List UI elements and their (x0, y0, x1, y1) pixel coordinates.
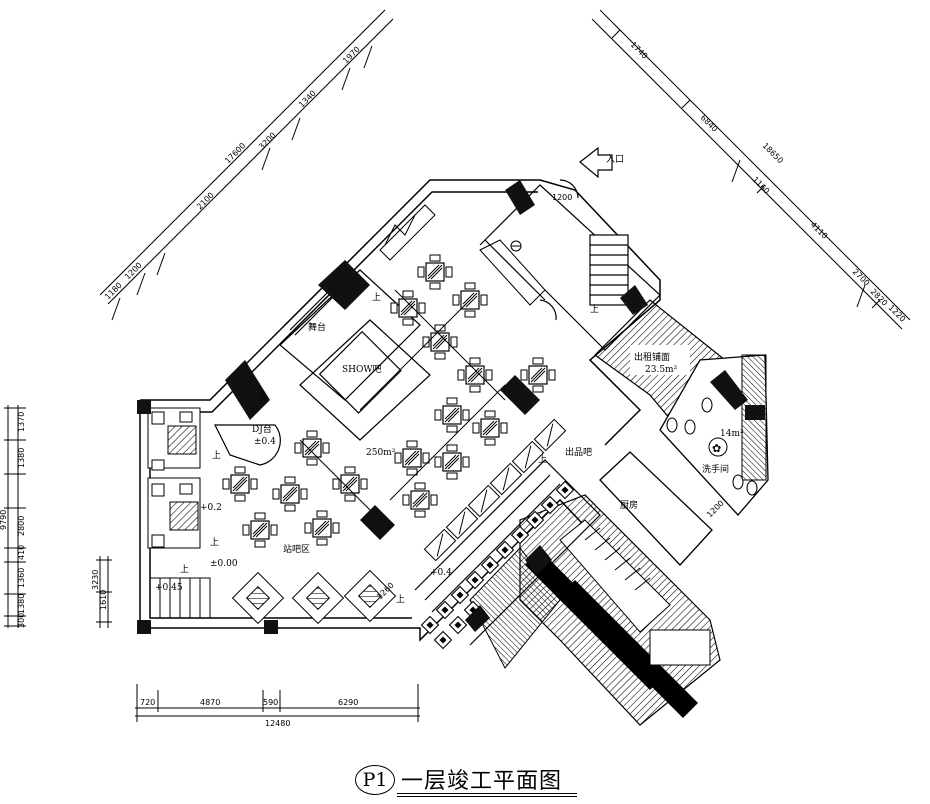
dim-l-total: 9790 (0, 510, 8, 530)
level-raised-1: +0.2 (200, 503, 222, 513)
bar-counter (414, 459, 601, 646)
drawing-code: P1 (355, 765, 395, 795)
level-floor: ±0.00 (210, 559, 238, 569)
dim-l-7: 300 (17, 613, 26, 628)
dim-b-0: 720 (140, 698, 155, 707)
dim-tl-6: 1340 (297, 89, 318, 110)
dim-l-6: 1380 (17, 594, 26, 614)
drawing-title-block: P1 一层竣工平面图 (355, 763, 615, 799)
up-2: 上 (210, 537, 219, 548)
dim-b-1: 4870 (200, 698, 220, 707)
up-7: 上 (590, 304, 599, 315)
dim-tr-0: 1740 (629, 40, 650, 61)
dim-tr-6: 2820 (869, 287, 890, 308)
up-markers: 上 上 上 上 上 上 上 上 (180, 292, 599, 605)
entrance-block (479, 179, 661, 351)
dim-tl-2: 2100 (195, 191, 216, 212)
dim-door-top: 1200 (552, 193, 572, 202)
title-underline-2 (397, 796, 577, 797)
dim-tr-7: 1220 (887, 303, 908, 324)
dim-l-5: 1360 (17, 568, 26, 588)
label-washroom-area: 14m² (720, 429, 744, 439)
dim-l-4: 410 (17, 545, 26, 560)
dim-l-3: 2800 (17, 516, 26, 536)
flower-icon: ✿ (712, 442, 721, 455)
label-rental-shop: 出租铺面 (634, 351, 670, 363)
label-product-bar: 出品吧 (565, 446, 592, 458)
drawing-title: 一层竣工平面图 (401, 769, 563, 794)
dim-tr-3: 18650 (761, 141, 785, 165)
entrance-stair (589, 234, 629, 306)
up-6: 上 (396, 594, 405, 605)
lamp-icon (510, 240, 522, 252)
dim-b-total: 12480 (265, 719, 290, 728)
label-main-area: 250m² (366, 448, 396, 458)
partitions (299, 289, 506, 516)
dimension-left: 1370 1380 2800 410 1360 1380 300 9790 32… (0, 405, 112, 628)
up-4: 上 (372, 292, 381, 303)
booth-row (423, 418, 567, 562)
dim-tl-7: 1970 (341, 45, 362, 66)
dim-tl-4: 17600 (223, 141, 247, 165)
up-8: 上 (180, 564, 189, 575)
columns (137, 180, 765, 634)
dimension-top-right: 1740 6840 1160 18650 4110 2700 2820 1220 (591, 9, 911, 330)
dim-door-right: 1200 (705, 499, 726, 520)
dj-booth: DJ台 ±0.4 (214, 423, 281, 466)
label-kitchen: 厨房 (620, 499, 638, 511)
dimension-bottom: 720 4870 590 6290 12480 (135, 684, 420, 728)
up-1: 上 (212, 450, 221, 461)
label-show-bar: SHOW吧 (342, 364, 382, 375)
dim-tr-4: 4110 (809, 220, 830, 241)
truss-top (379, 204, 546, 306)
label-entrance: 入口 (606, 154, 624, 165)
label-stage: 舞台 (308, 321, 326, 333)
dim-li-1: 1610 (99, 590, 108, 610)
up-3: 上 (258, 390, 267, 401)
entrance-arrow-icon (579, 146, 613, 179)
left-stair (149, 577, 211, 619)
label-rental-area: 23.5m² (645, 365, 678, 375)
title-underline (397, 793, 577, 794)
dining-tables (222, 254, 556, 548)
front-tables (231, 569, 397, 625)
left-booths (147, 407, 201, 549)
dim-li-0: 3230 (91, 570, 100, 590)
label-washroom: 洗手间 (702, 463, 729, 475)
level-raised-2: +0.45 (155, 583, 183, 593)
label-dj-level: ±0.4 (254, 437, 276, 447)
dim-tr-5: 2700 (851, 267, 872, 288)
label-standing-bar: 站吧区 (283, 543, 310, 555)
label-dj: DJ台 (252, 423, 272, 435)
dim-tl-5: 3200 (257, 131, 278, 152)
dim-l-2: 1380 (17, 448, 26, 468)
dim-tr-1: 6840 (699, 113, 720, 134)
up-5: 上 (538, 454, 547, 465)
dim-b-3: 6290 (338, 698, 358, 707)
level-bar: +0.4 (430, 568, 452, 578)
kitchen: 厨房 (599, 451, 713, 566)
dim-l-0: 1370 (17, 412, 26, 432)
dim-b-2: 590 (263, 698, 278, 707)
